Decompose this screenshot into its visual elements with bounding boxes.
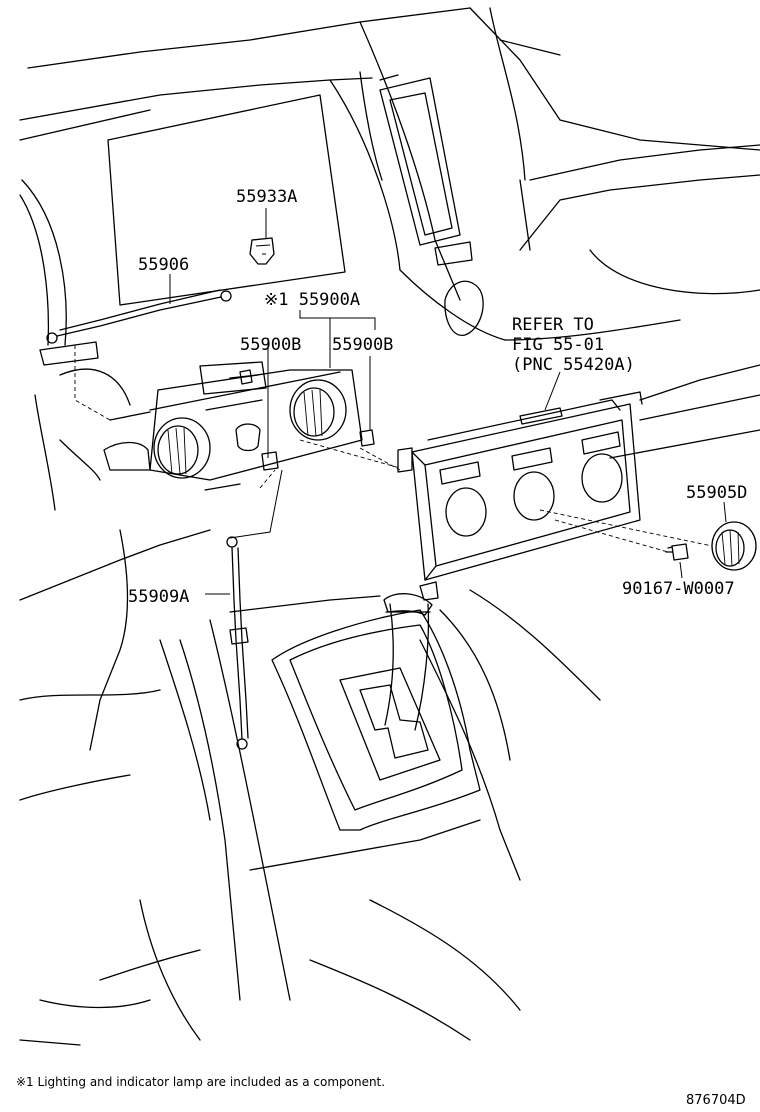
bulb-55900b-left [261, 451, 279, 471]
part-label-55909a: 55909A [128, 587, 189, 607]
refer-note-line3: (PNC 55420A) [512, 355, 635, 375]
control-unit-55900a [103, 361, 363, 491]
assembly-lines [74, 345, 713, 553]
part-label-55900b-left: 55900B [240, 335, 301, 355]
bulb-55900b-right [359, 429, 375, 447]
part-label-55905d: 55905D [686, 483, 747, 503]
part-label-55900a: ※1 55900A [264, 290, 360, 310]
refer-note-line1: REFER TO [512, 315, 594, 335]
cable-55906 [46, 289, 232, 344]
part-label-90167-w0007: 90167-W0007 [622, 579, 735, 599]
screw-90167-w0007 [665, 543, 689, 561]
knob-55905d [711, 521, 757, 571]
footnote: ※1 Lighting and indicator lamp are inclu… [16, 1075, 385, 1089]
leader-lines [169, 208, 727, 595]
part-label-55906: 55906 [138, 255, 189, 275]
cable-55909a [226, 536, 249, 750]
part-label-55900b-right: 55900B [332, 335, 393, 355]
clip-55933a [249, 237, 275, 265]
part-label-55933a: 55933A [236, 187, 297, 207]
refer-note-line2: FIG 55-01 [512, 335, 604, 355]
heater-control-panel [397, 391, 643, 601]
figure-code: 876704D [686, 1093, 746, 1108]
dashboard-outline [19, 7, 760, 1046]
